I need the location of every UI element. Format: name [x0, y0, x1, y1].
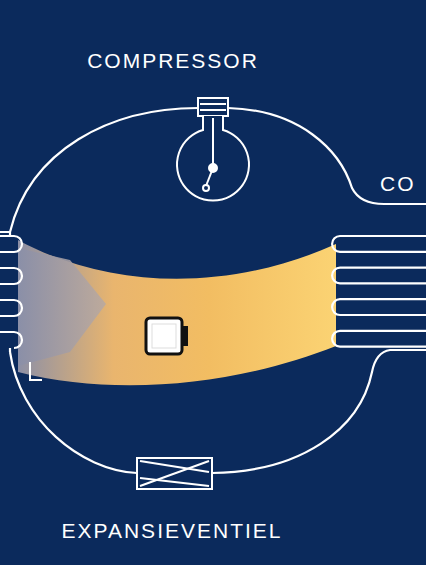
evaporator-coil-path — [0, 236, 22, 348]
unit-icon — [146, 318, 188, 354]
evaporator-coil-lead — [9, 232, 11, 352]
compressor-label: COMPRESSOR — [87, 50, 259, 71]
condenser-coil-path — [332, 236, 426, 347]
bracket-mark — [30, 362, 42, 380]
evaporator-coil — [0, 232, 22, 352]
condenser-coil — [332, 236, 426, 347]
refrigerant-loop — [0, 108, 426, 473]
heat-arrow — [18, 248, 106, 366]
heat-band — [18, 240, 336, 385]
expansion-valve-label: EXPANSIEVENTIEL — [61, 520, 282, 541]
compressor-symbol — [177, 98, 249, 201]
condenser-label: CO — [380, 173, 416, 194]
expansion-valve-symbol — [137, 458, 212, 489]
